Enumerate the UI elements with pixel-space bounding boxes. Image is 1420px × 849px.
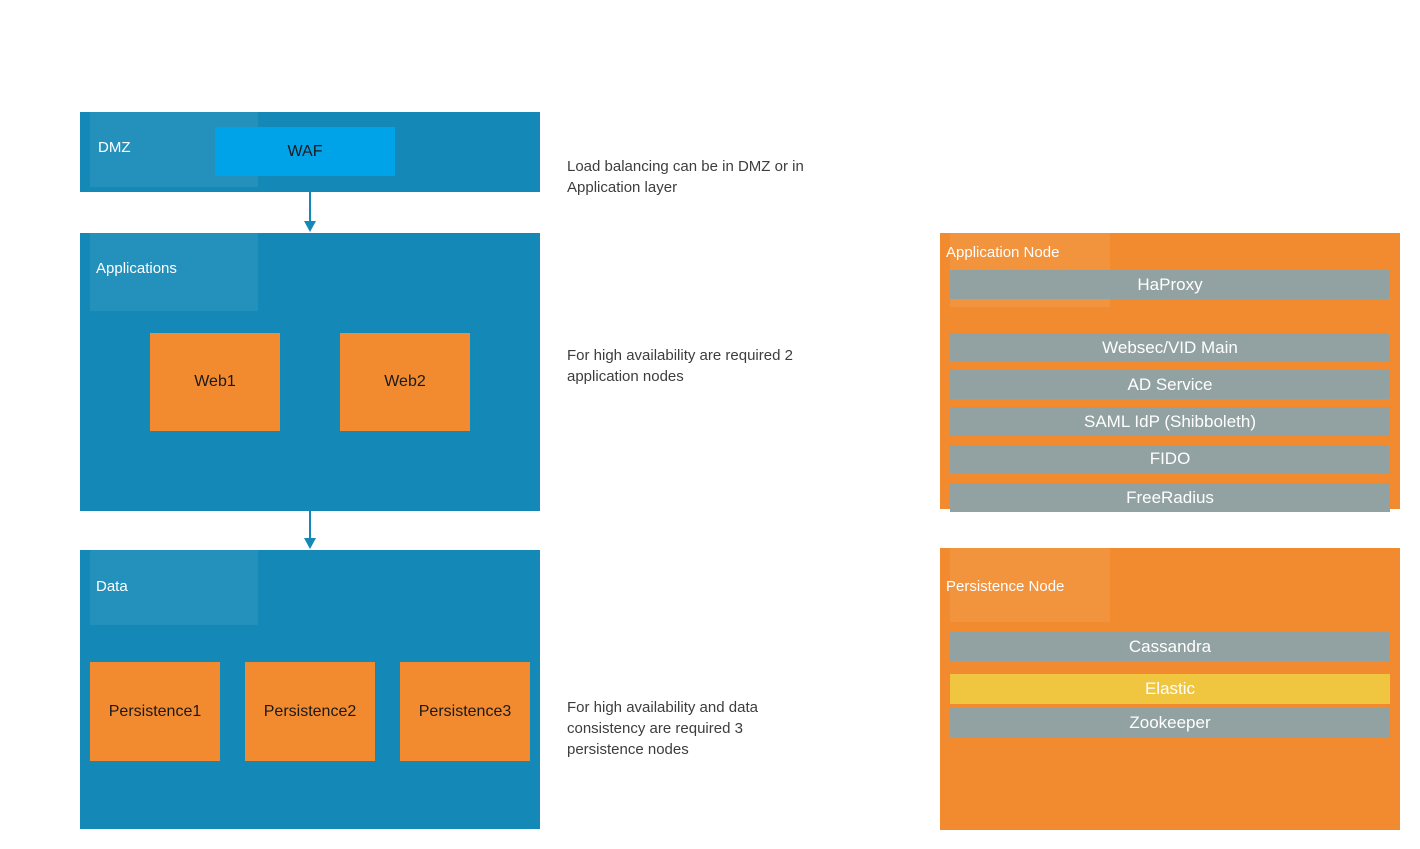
- applications-layer: Applications Web1 Web2: [80, 233, 540, 511]
- service-bar-label: Zookeeper: [1129, 712, 1211, 732]
- service-bar-haproxy: HaProxy: [950, 270, 1390, 299]
- service-bar-freeradius: FreeRadius: [950, 483, 1390, 512]
- applications-layer-label: Applications: [96, 260, 177, 277]
- annotation-line: Application layer: [567, 179, 678, 196]
- application-node-title: Application Node: [946, 244, 1060, 261]
- service-bar-fido: FIDO: [950, 445, 1390, 473]
- application-node-panel: Application Node HaProxy Websec/VID Main…: [940, 233, 1400, 512]
- persistence-node-label-patch: [950, 548, 1110, 622]
- annotation-line: For high availability and data: [567, 699, 758, 716]
- web2-node-label: Web2: [384, 373, 426, 390]
- persistence2-node-label: Persistence2: [263, 702, 357, 720]
- dmz-layer-label: DMZ: [98, 139, 131, 156]
- data-layer-label: Data: [96, 578, 128, 595]
- persistence1-node: Persistence1: [90, 662, 220, 761]
- data-layer: Data Persistence1 Persistence2 Persisten…: [80, 550, 540, 829]
- dmz-layer: DMZ WAF: [80, 112, 540, 192]
- service-bar-websec-vid-main: Websec/VID Main: [950, 333, 1390, 362]
- annotation-line: persistence nodes: [567, 741, 689, 758]
- service-bar-label: FIDO: [1149, 449, 1191, 468]
- service-bar-label: SAML IdP (Shibboleth): [1084, 411, 1256, 431]
- persistence1-node-label: Persistence1: [108, 702, 202, 720]
- service-bar-label: HaProxy: [1137, 274, 1203, 294]
- service-bar-label: Websec/VID Main: [1102, 337, 1238, 357]
- waf-node-label: WAF: [287, 142, 323, 160]
- service-bar-label: FreeRadius: [1126, 487, 1214, 507]
- persistence-node-title: Persistence Node: [946, 578, 1065, 595]
- data-label-patch: [90, 550, 258, 625]
- arrow-dmz-to-applications-icon: [304, 192, 316, 232]
- service-bar-label: Elastic: [1144, 679, 1196, 698]
- waf-node: WAF: [215, 127, 395, 176]
- persistence2-node: Persistence2: [245, 662, 375, 761]
- arrow-applications-to-data-icon: [304, 511, 316, 549]
- annotation-line: For high availability are required 2: [567, 347, 793, 364]
- service-bar-label: Cassandra: [1128, 636, 1212, 656]
- web2-node: Web2: [340, 333, 470, 431]
- service-bar-cassandra: Cassandra: [950, 632, 1390, 661]
- applications-label-patch: [90, 233, 258, 311]
- web1-node: Web1: [150, 333, 280, 431]
- annotation-line: consistency are required 3: [567, 720, 743, 737]
- persistence-node-panel: Persistence Node Cassandra Elastic Zooke…: [940, 548, 1400, 830]
- annotation-application-ha: For high availability are required 2 app…: [567, 345, 877, 387]
- service-bar-label: AD Service: [1127, 374, 1213, 394]
- persistence3-node-label: Persistence3: [418, 702, 512, 720]
- annotation-line: application nodes: [567, 368, 684, 385]
- annotation-load-balancing: Load balancing can be in DMZ or in Appli…: [567, 156, 877, 198]
- service-bar-elastic: Elastic: [950, 674, 1390, 704]
- service-bar-ad-service: AD Service: [950, 370, 1390, 399]
- service-bar-saml-idp: SAML IdP (Shibboleth): [950, 407, 1390, 436]
- annotation-line: Load balancing can be in DMZ or in: [567, 158, 804, 175]
- annotation-persistence-ha: For high availability and data consisten…: [567, 697, 877, 760]
- persistence3-node: Persistence3: [400, 662, 530, 761]
- web1-node-label: Web1: [194, 373, 236, 390]
- service-bar-zookeeper: Zookeeper: [950, 708, 1390, 737]
